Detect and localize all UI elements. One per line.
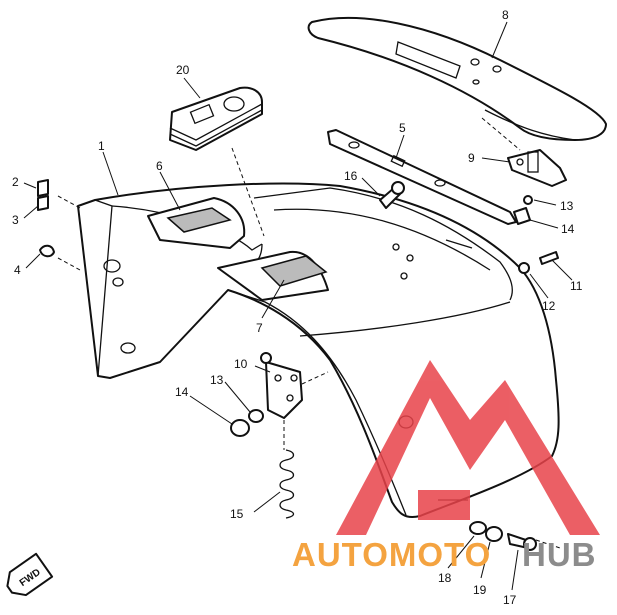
callout-2: 2	[12, 175, 19, 189]
pad-part-6	[166, 207, 232, 233]
callout-3: 3	[12, 213, 19, 227]
callout-13-left: 13	[210, 373, 224, 387]
callout-11: 11	[570, 279, 583, 293]
callout-12: 12	[542, 299, 556, 313]
callout-labels: 1 2 3 4 5 6 7 8 9 10 11 12 13 13 14 14 1…	[12, 8, 583, 607]
watermark-word-a: AUTOMOTO	[292, 536, 491, 573]
watermark-logo-icon	[336, 360, 600, 535]
bolt-part-16	[379, 181, 405, 209]
watermark-wordmark: AUTOMOTO HUB	[292, 536, 597, 573]
callout-18: 18	[438, 571, 452, 585]
leader-lines	[23, 21, 573, 591]
pad-part-7	[260, 255, 328, 287]
spring-part-15	[279, 449, 295, 519]
callout-6: 6	[156, 159, 163, 173]
callout-19: 19	[473, 583, 487, 597]
clips-left	[37, 179, 55, 258]
tail-cowl-part-1	[77, 182, 560, 518]
callout-14-right: 14	[561, 222, 575, 236]
callout-14-left: 14	[175, 385, 189, 399]
plate-part-10	[260, 352, 303, 419]
bracket-part-9	[507, 149, 567, 187]
callout-13-top: 13	[560, 199, 574, 213]
grommet-left	[230, 409, 264, 437]
callout-17: 17	[503, 593, 517, 607]
bracket-part-5	[327, 129, 517, 225]
callout-4: 4	[14, 263, 21, 277]
lamp-part-20	[169, 86, 263, 151]
callout-16: 16	[344, 169, 358, 183]
callout-9: 9	[468, 151, 475, 165]
watermark-word-b: HUB	[522, 536, 597, 573]
callout-7: 7	[256, 321, 263, 335]
callout-8: 8	[502, 8, 509, 22]
callout-1: 1	[98, 139, 105, 153]
callout-10: 10	[234, 357, 248, 371]
callout-5: 5	[399, 121, 406, 135]
fwd-arrow-icon: FWD	[6, 552, 54, 597]
callout-15: 15	[230, 507, 244, 521]
fasteners-bottom	[469, 521, 537, 551]
spoiler-part-8	[307, 16, 607, 141]
callout-20: 20	[176, 63, 190, 77]
hardware-right	[513, 195, 559, 274]
